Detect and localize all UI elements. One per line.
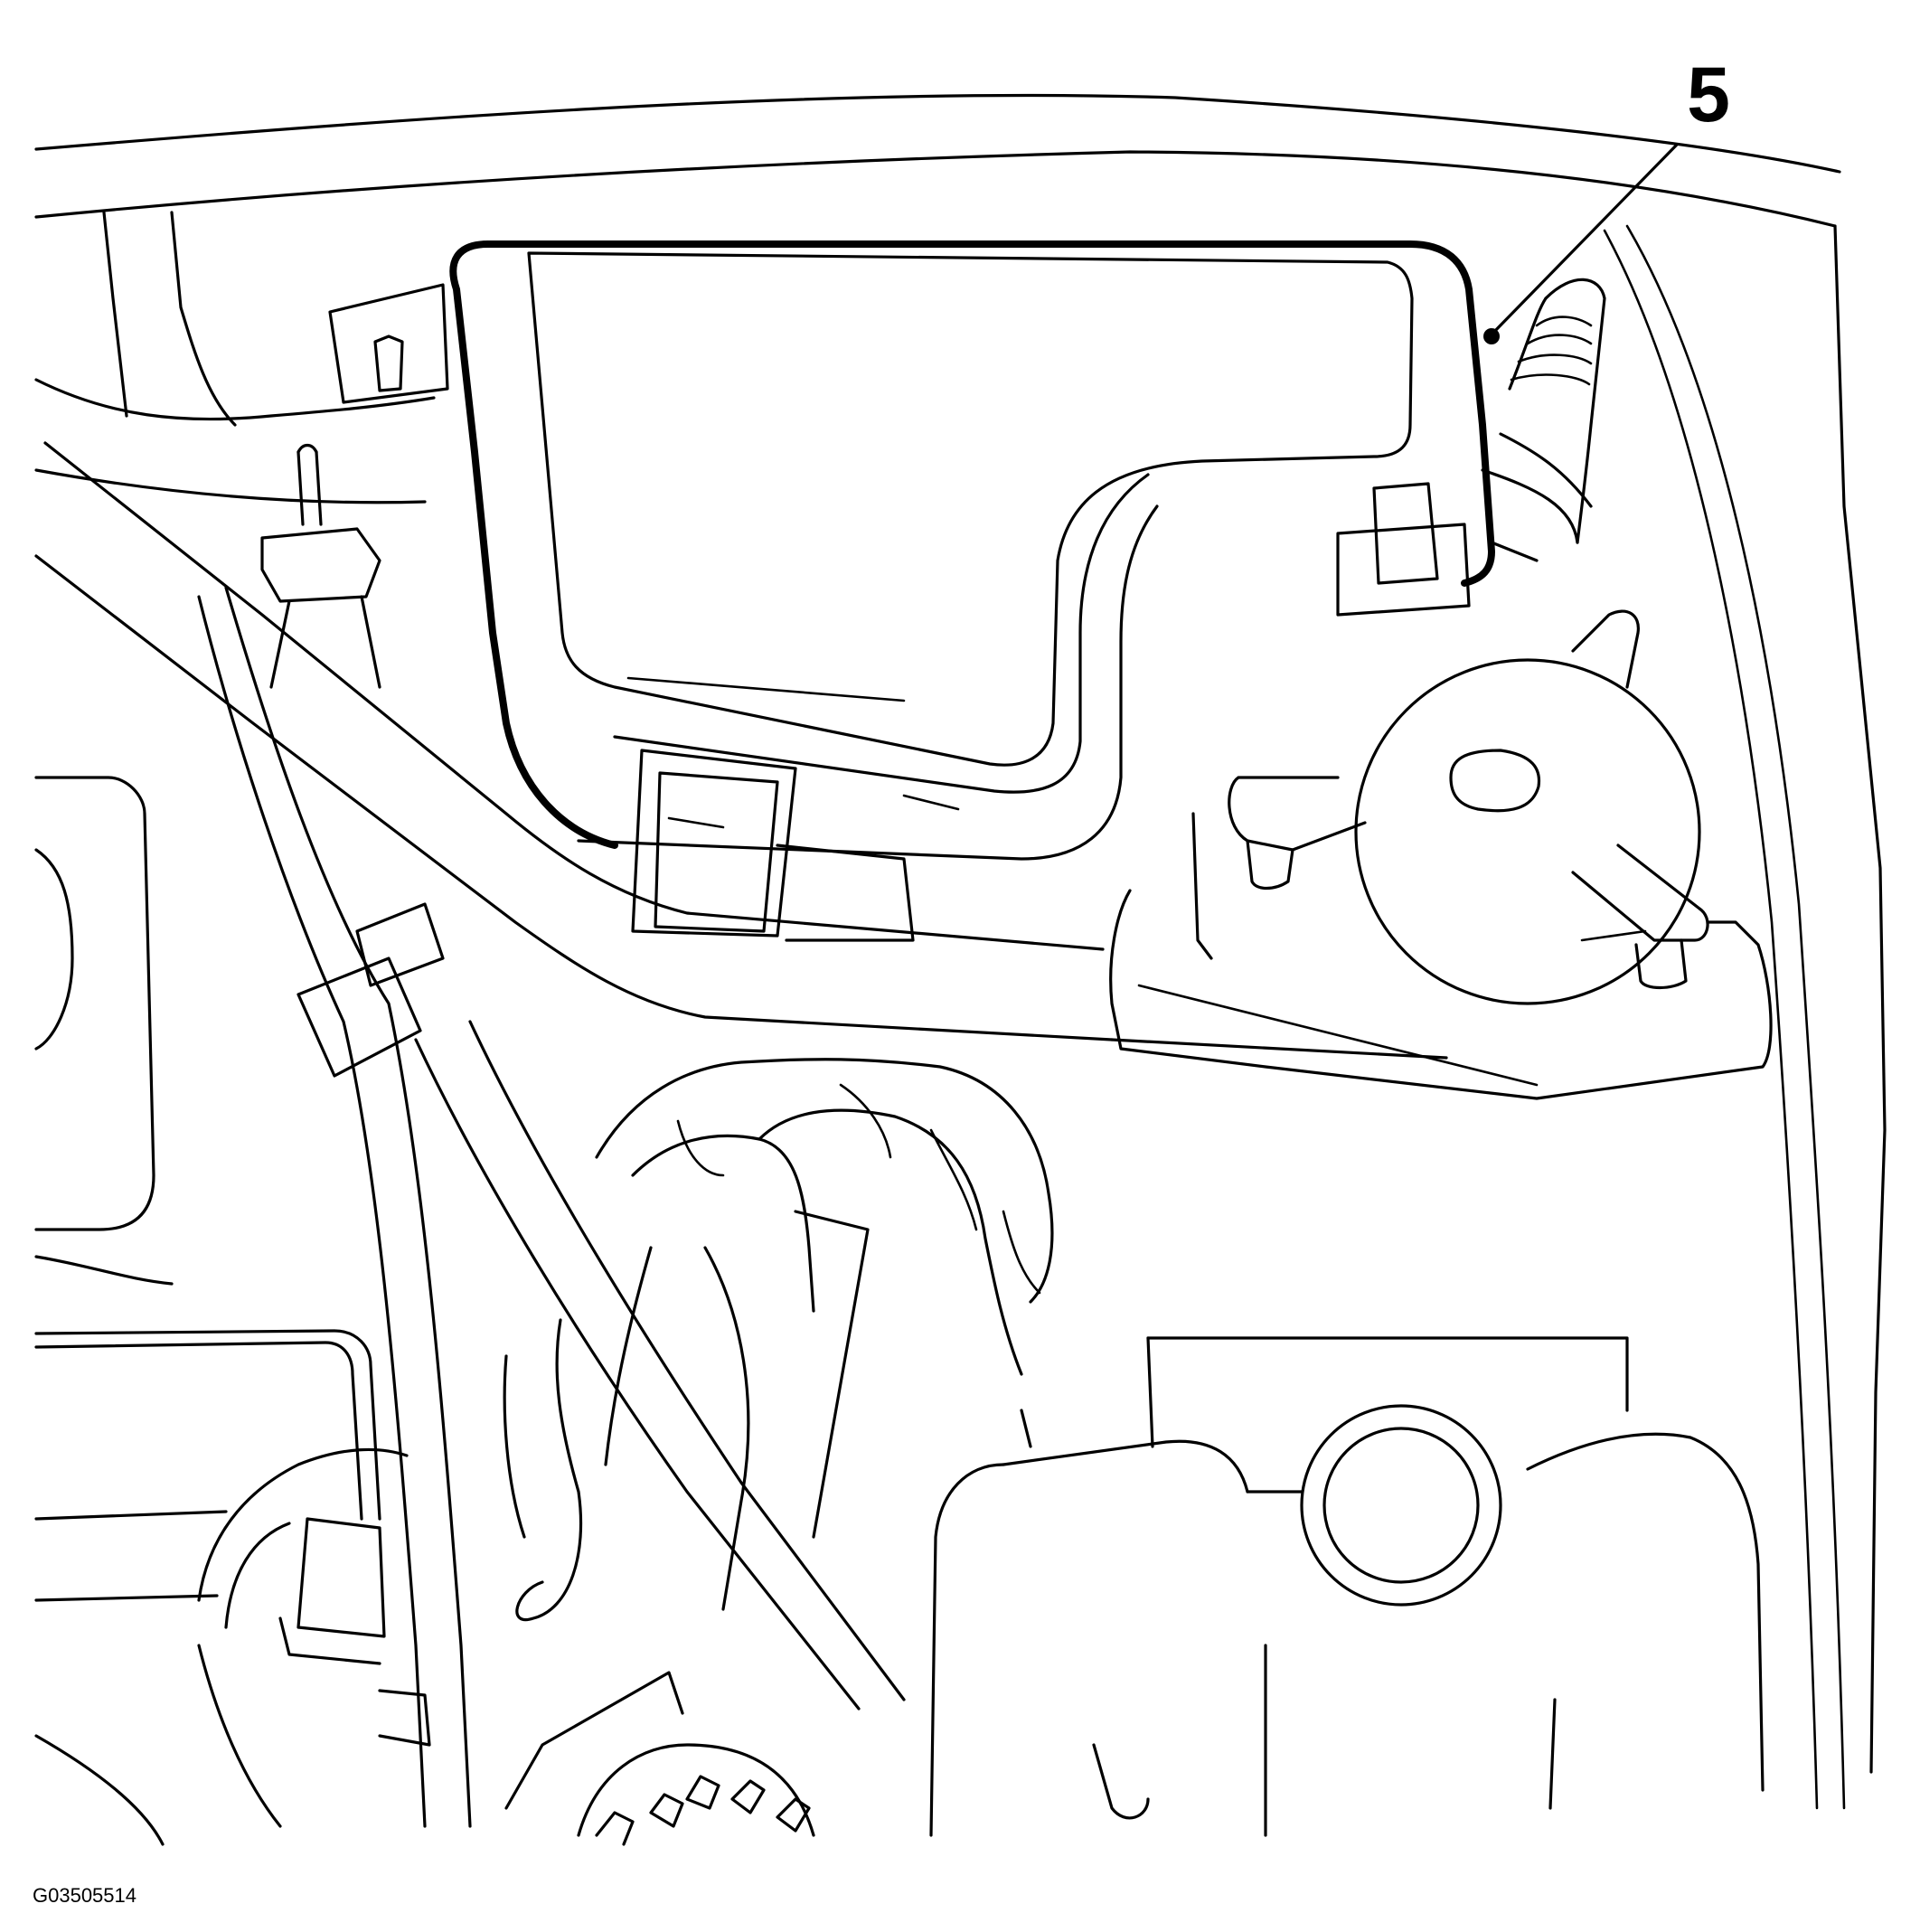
strut-stud xyxy=(260,443,381,689)
left-strut-tower xyxy=(34,211,449,504)
strut-top-mount xyxy=(1109,609,1773,1100)
callout-5-leader xyxy=(1483,143,1679,344)
strut-brace-bar xyxy=(34,441,1448,1060)
air-box-clip xyxy=(1336,482,1471,617)
lower-left-box xyxy=(34,776,381,1602)
callout-number-5: 5 xyxy=(1687,52,1730,138)
coolant-reservoir xyxy=(929,1336,1765,1837)
wiring-harness xyxy=(503,1058,1054,1622)
air-box-cover xyxy=(449,240,1495,861)
lower-left-fitting xyxy=(34,1447,431,1846)
ignition-connector xyxy=(1481,278,1606,562)
figure-id: G03505514 xyxy=(33,1884,136,1907)
air-box-front-clip xyxy=(631,749,915,942)
toothed-gear xyxy=(504,1671,815,1846)
hoses-left xyxy=(197,586,906,1828)
